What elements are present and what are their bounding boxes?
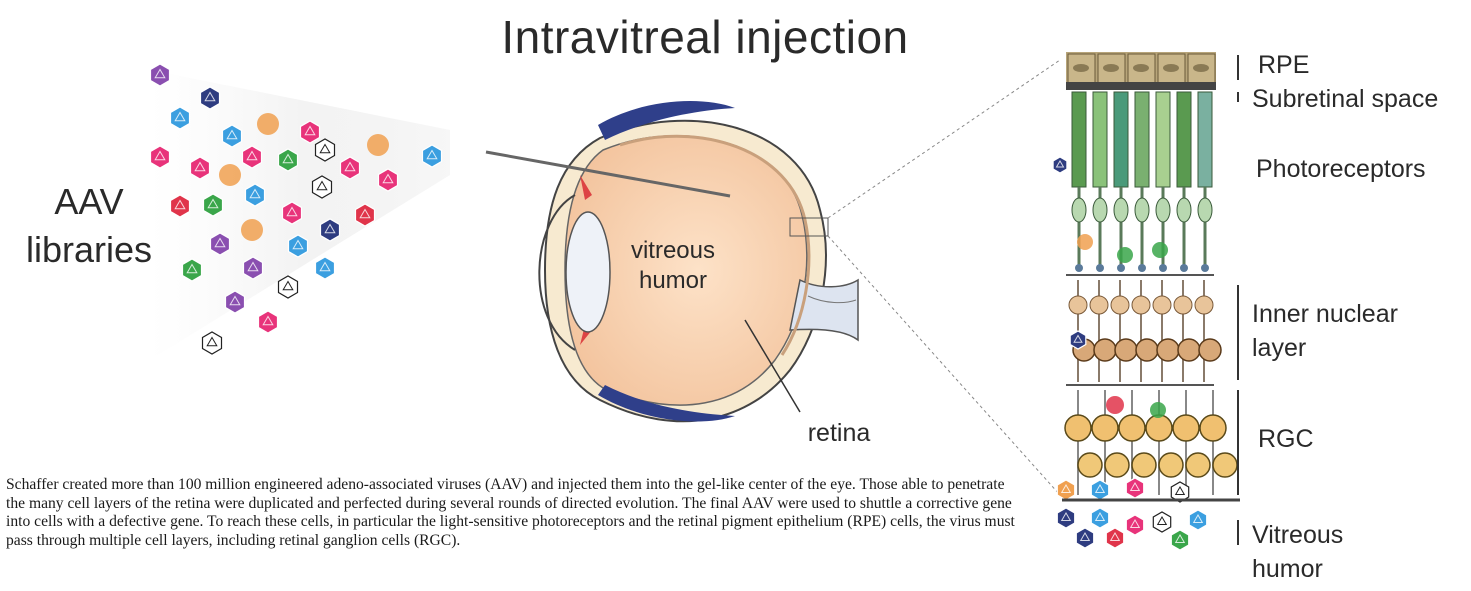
eye-illustration	[486, 60, 1060, 495]
aav-particle	[1152, 242, 1168, 258]
aav-particle	[279, 276, 298, 298]
inner-nuclear-layer-label: Inner nuclear layer	[1252, 297, 1467, 365]
vitreous-humor-label: vitreous humor	[618, 236, 728, 296]
inner-nuclear-line1: Inner nuclear	[1252, 297, 1467, 331]
aav-particle	[219, 164, 241, 186]
aav-particle	[283, 202, 302, 224]
aav-particle	[301, 121, 320, 143]
aav-particle	[279, 149, 298, 171]
aav-particle	[289, 235, 308, 257]
vitreous-label-line2: humor	[618, 266, 728, 296]
rpe-label: RPE	[1258, 48, 1471, 82]
retina-label: retina	[794, 418, 884, 448]
aav-particle	[1189, 510, 1206, 530]
aav-particle	[183, 259, 202, 281]
aav-particle	[1057, 508, 1074, 528]
aav-particle	[1057, 480, 1074, 500]
inner-nuclear-line2: layer	[1252, 331, 1467, 365]
aav-particle	[1091, 508, 1108, 528]
aav-particle	[204, 194, 223, 216]
aav-particle	[1053, 157, 1067, 173]
aav-particle	[1106, 528, 1123, 548]
aav-particle	[151, 146, 170, 168]
figure-caption: Schaffer created more than 100 million e…	[6, 476, 1016, 550]
aav-particle	[316, 257, 335, 279]
aav-particle	[171, 195, 190, 217]
aav-particle	[316, 139, 335, 161]
aav-particle	[1106, 396, 1124, 414]
aav-particle	[321, 219, 340, 241]
aav-particle	[313, 176, 332, 198]
aav-particle	[243, 146, 262, 168]
vitreous-layer-line1: Vitreous	[1252, 518, 1467, 552]
aav-particle	[341, 157, 360, 179]
aav-particle	[226, 291, 245, 313]
aav-particle	[1171, 530, 1188, 550]
photoreceptors-label: Photoreceptors	[1256, 152, 1471, 186]
aav-particle	[259, 311, 278, 333]
aav-particle	[379, 169, 398, 191]
eye-lens	[566, 212, 610, 332]
aav-particle	[223, 125, 242, 147]
retina-cross-section	[1053, 52, 1240, 550]
aav-particle	[1126, 515, 1143, 535]
aav-particle	[203, 332, 222, 354]
vitreous-layer-line2: humor	[1252, 552, 1467, 586]
aav-particle	[1091, 480, 1108, 500]
aav-particle	[1076, 528, 1093, 548]
aav-particle	[171, 107, 190, 129]
aav-particle	[244, 257, 263, 279]
aav-particle	[151, 64, 170, 86]
aav-particle	[211, 233, 230, 255]
aav-particle	[1153, 512, 1170, 532]
aav-particle	[1117, 247, 1133, 263]
aav-particle	[191, 157, 210, 179]
subretinal-space-label: Subretinal space	[1252, 82, 1467, 116]
aav-particle	[423, 145, 442, 167]
aav-particle	[241, 219, 263, 241]
aav-particle	[246, 184, 265, 206]
vitreous-label-line1: vitreous	[618, 236, 728, 266]
aav-particle	[1077, 234, 1093, 250]
aav-particle	[356, 204, 375, 226]
vitreous-humor-layer-label: Vitreous humor	[1252, 518, 1467, 586]
rgc-label: RGC	[1258, 422, 1471, 456]
aav-particle	[257, 113, 279, 135]
aav-particle	[367, 134, 389, 156]
aav-particle	[1070, 331, 1086, 349]
aav-particle	[1150, 402, 1166, 418]
aav-particle	[201, 87, 220, 109]
aav-particle	[1126, 478, 1143, 498]
